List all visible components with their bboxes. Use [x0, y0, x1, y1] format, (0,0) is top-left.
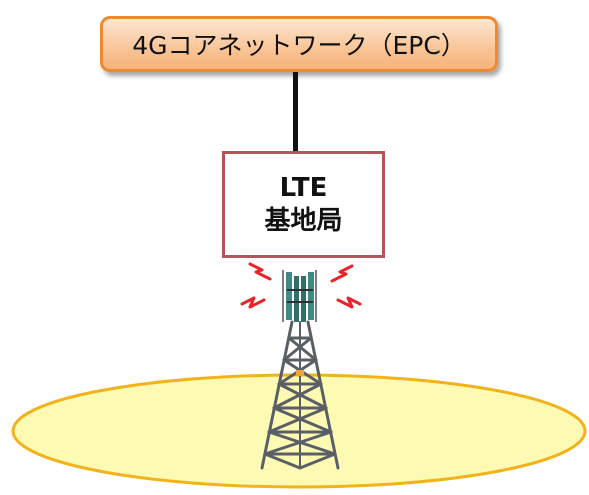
base-station-label-line2: 基地局	[264, 205, 343, 236]
base-station-label-line1: LTE	[279, 173, 328, 203]
lattice-tower-icon	[260, 320, 340, 470]
core-network-box: 4Gコアネットワーク（EPC）	[100, 16, 498, 72]
core-network-label: 4Gコアネットワーク（EPC）	[132, 31, 466, 60]
base-station-box: LTE 基地局	[222, 151, 385, 258]
backhaul-link-line	[293, 72, 298, 151]
tower-light-icon	[296, 370, 304, 376]
antenna-array-icon	[282, 270, 317, 322]
radio-signal-icon	[240, 262, 362, 309]
